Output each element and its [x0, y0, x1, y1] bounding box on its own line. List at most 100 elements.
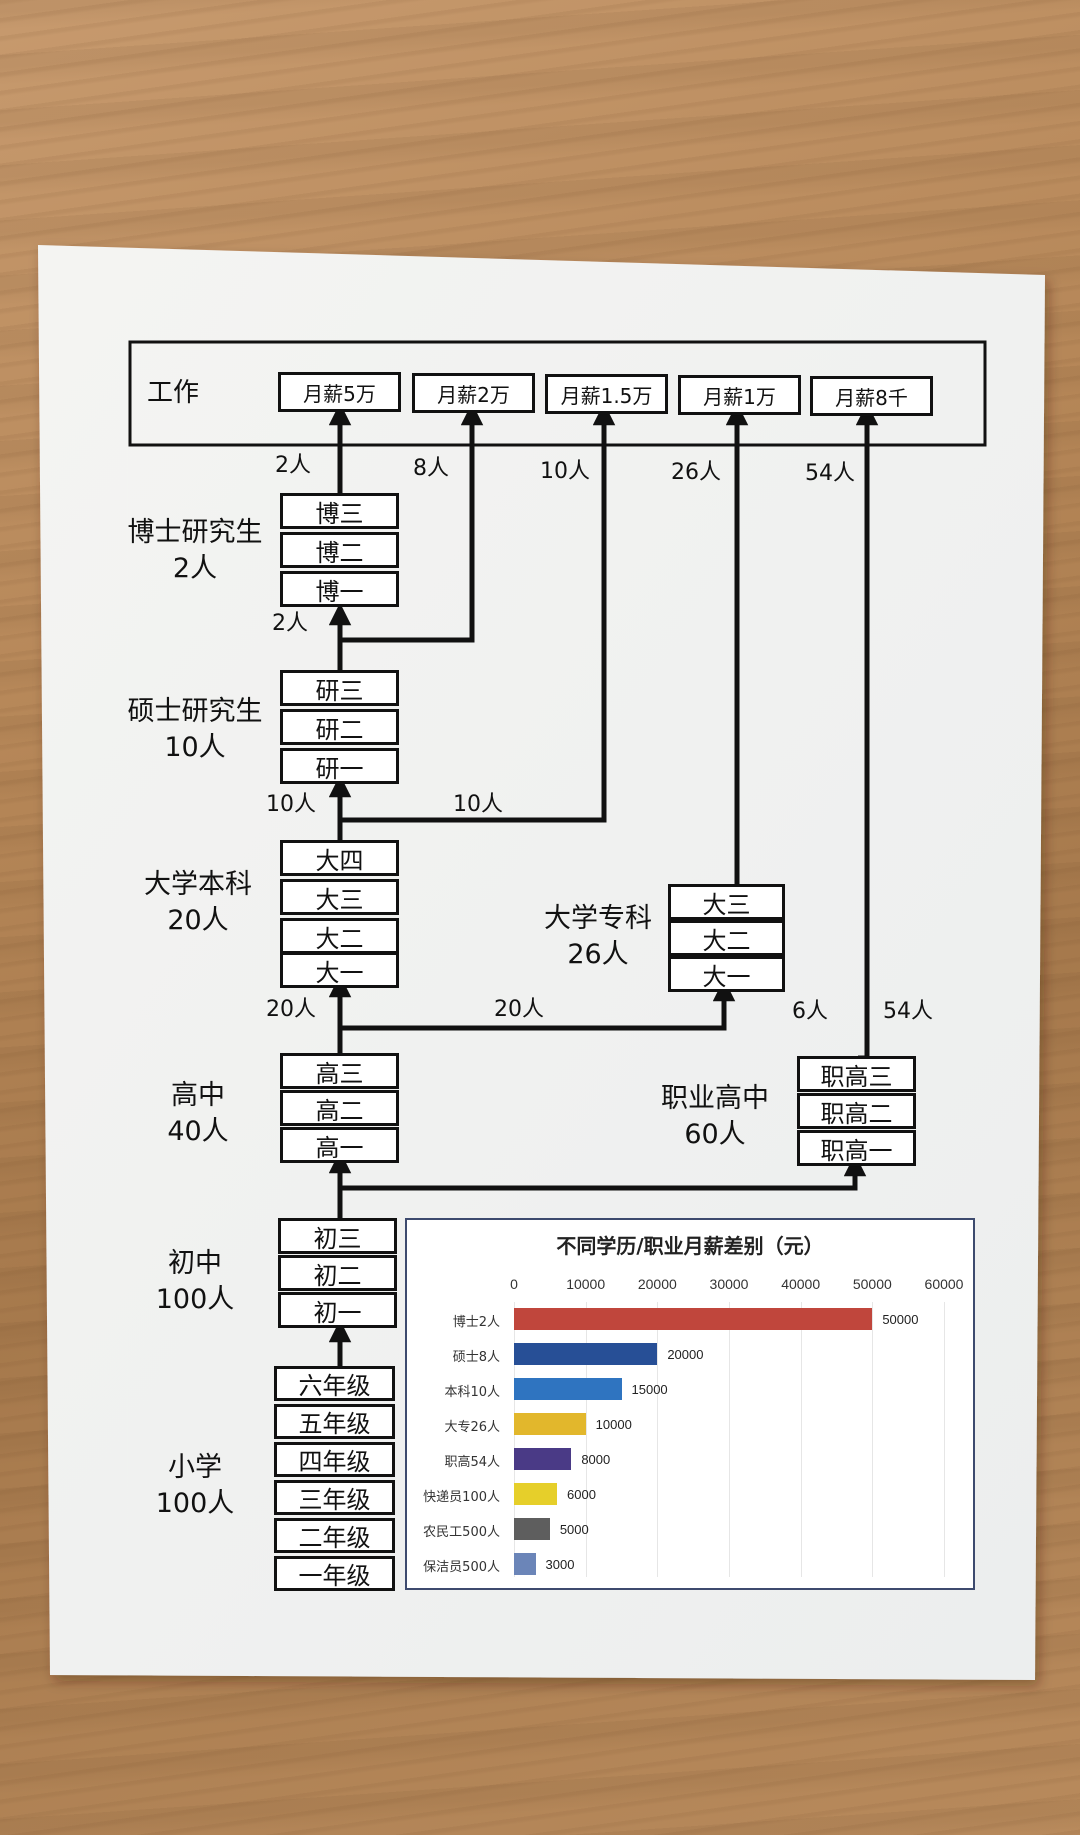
primary-grade-2: 二年级: [274, 1518, 395, 1553]
x-tick-label: 20000: [637, 1276, 677, 1292]
gridline: [585, 1302, 587, 1577]
senior-year-2: 高二: [280, 1090, 399, 1126]
count-to-15k: 10人: [540, 459, 590, 484]
master-year-1: 研一: [280, 748, 399, 784]
primary-stage-count: 100人: [155, 1488, 235, 1519]
count-master-out: 10人: [453, 792, 503, 817]
category-label: 职高54人: [444, 1455, 500, 1470]
gridline: [800, 1302, 802, 1577]
gridline: [872, 1302, 874, 1577]
category-label: 保洁员500人: [423, 1560, 500, 1575]
bar: [514, 1378, 622, 1400]
x-tick-label: 10000: [566, 1276, 606, 1292]
work-label: 工作: [147, 378, 200, 408]
junior-year-1: 初一: [278, 1292, 397, 1328]
phd-year-3: 博三: [280, 493, 399, 529]
bachelor-year-3: 大三: [280, 879, 399, 915]
zhuanke-year-1: 大一: [668, 956, 785, 992]
salary-1w-box: 月薪1万: [678, 375, 801, 415]
x-tick-label: 40000: [781, 1276, 821, 1292]
bachelor-stage-name: 大学本科: [144, 869, 252, 900]
bachelor-year-2: 大二: [280, 918, 399, 954]
category-label: 本科10人: [444, 1385, 500, 1400]
vocational-year-2: 职高二: [797, 1093, 916, 1129]
value-label: 50000: [882, 1312, 919, 1327]
bachelor-year-1: 大一: [280, 952, 399, 988]
junior-year-2: 初二: [278, 1255, 397, 1291]
bar: [514, 1518, 550, 1540]
primary-grade-3: 三年级: [274, 1480, 395, 1515]
primary-grade-5: 五年级: [274, 1404, 395, 1439]
bar: [514, 1413, 586, 1435]
vocational-year-3: 职高三: [797, 1056, 916, 1092]
phd-year-1: 博一: [280, 571, 399, 607]
junior-stage-name: 初中: [168, 1248, 222, 1279]
category-label: 快递员100人: [423, 1490, 500, 1505]
value-label: 6000: [567, 1487, 596, 1502]
salary-15k-box: 月薪1.5万: [545, 374, 668, 414]
count-phd-in: 2人: [272, 611, 308, 636]
count-bachelor-in: 20人: [266, 997, 316, 1022]
gridline: [729, 1302, 730, 1577]
gridline: [514, 1302, 515, 1577]
count-master-in: 10人: [266, 792, 316, 817]
salary-8k-box: 月薪8千: [810, 376, 933, 416]
gridline: [657, 1302, 659, 1577]
value-label: 10000: [595, 1417, 632, 1432]
zhuanke-stage-count: 26人: [567, 939, 629, 970]
junior-stage-count: 100人: [155, 1284, 235, 1315]
master-stage-label: 硕士研究生 10人: [110, 694, 280, 766]
bar: [514, 1553, 536, 1575]
primary-grade-6: 六年级: [274, 1366, 395, 1401]
master-year-2: 研二: [280, 709, 399, 745]
chart-title: 不同学历/职业月薪差别（元）: [556, 1234, 824, 1258]
bar: [514, 1308, 873, 1330]
phd-stage-label: 博士研究生 2人: [115, 515, 275, 587]
value-label: 5000: [559, 1522, 589, 1537]
vocational-stage-count: 60人: [684, 1119, 746, 1150]
bachelor-stage-label: 大学本科 20人: [128, 867, 268, 939]
zhuanke-stage-name: 大学专科: [544, 903, 652, 934]
bar: [514, 1483, 557, 1505]
zhuanke-year-3: 大三: [668, 884, 785, 920]
count-to-2w: 8人: [413, 456, 449, 481]
zhuanke-year-2: 大二: [668, 920, 785, 956]
count-to-8k: 54人: [805, 461, 855, 486]
primary-grade-4: 四年级: [274, 1442, 395, 1477]
count-to-5w: 2人: [275, 453, 311, 478]
primary-stage-label: 小学 100人: [140, 1450, 250, 1522]
junior-stage-label: 初中 100人: [140, 1246, 250, 1318]
value-label: 20000: [667, 1347, 704, 1362]
salary-chart: 不同学历/职业月薪差别（元） 0 10000 20000 30000 40000 5000…: [405, 1218, 975, 1590]
x-tick-label: 30000: [709, 1276, 749, 1292]
salary-5w-box: 月薪5万: [278, 372, 401, 412]
category-label: 农民工500人: [423, 1525, 500, 1540]
phd-stage-name: 博士研究生: [127, 517, 263, 548]
junior-year-3: 初三: [278, 1218, 397, 1254]
value-label: 3000: [545, 1557, 575, 1572]
phd-stage-count: 2人: [172, 553, 218, 584]
category-label: 博士2人: [452, 1315, 500, 1330]
x-tick-label: 0: [510, 1276, 518, 1292]
value-label: 8000: [581, 1452, 611, 1467]
vocational-stage-label: 职业高中 60人: [650, 1081, 780, 1153]
master-stage-name: 硕士研究生: [127, 696, 263, 727]
x-tick-label: 50000: [852, 1276, 892, 1292]
count-zhuanke-in: 20人: [494, 997, 544, 1022]
primary-stage-name: 小学: [168, 1452, 222, 1483]
senior-year-3: 高三: [280, 1053, 399, 1089]
x-tick-label: 60000: [924, 1276, 964, 1292]
bachelor-year-4: 大四: [280, 840, 399, 876]
category-label: 大专26人: [444, 1420, 500, 1435]
senior-stage-label: 高中 40人: [148, 1078, 248, 1150]
vocational-stage-name: 职业高中: [661, 1083, 769, 1114]
category-label: 硕士8人: [452, 1350, 500, 1365]
gridline: [944, 1302, 945, 1577]
phd-year-2: 博二: [280, 532, 399, 568]
vocational-year-1: 职高一: [797, 1130, 916, 1166]
bar: [514, 1448, 572, 1470]
count-vocational-to-zhuanke: 6人: [792, 999, 828, 1024]
salary-2w-box: 月薪2万: [412, 373, 535, 413]
senior-stage-count: 40人: [167, 1116, 229, 1147]
